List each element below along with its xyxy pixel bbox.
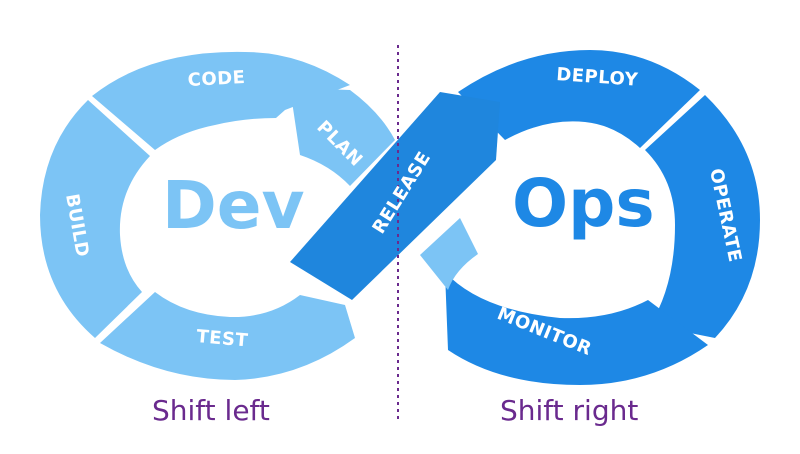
monitor-segment [445, 272, 708, 385]
code-label: CODE [187, 67, 246, 91]
ops-title: Ops [512, 165, 655, 242]
monitor-connector [420, 218, 478, 290]
deploy-segment [458, 50, 700, 148]
test-segment [100, 292, 355, 380]
dev-title: Dev [162, 167, 305, 244]
release-segment [290, 92, 500, 300]
shift-left-caption: Shift left [152, 394, 270, 427]
shift-right-caption: Shift right [500, 394, 638, 427]
build-segment [40, 100, 150, 338]
dev-loop [40, 51, 395, 380]
ops-loop [420, 50, 760, 385]
code-segment [92, 51, 350, 150]
operate-segment [645, 95, 760, 338]
plan-segment [290, 88, 395, 186]
test-label: TEST [196, 326, 250, 351]
